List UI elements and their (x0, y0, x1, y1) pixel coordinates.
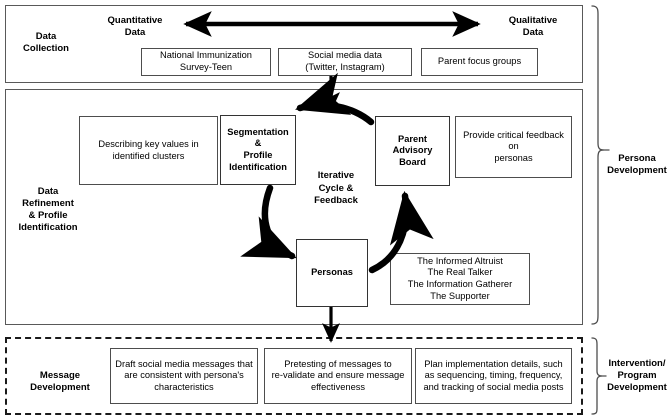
node-parent-focus-groups: Parent focus groups (421, 48, 538, 76)
node-draft-social-media-messages: Draft social media messages that are con… (110, 348, 258, 404)
stage-label-data-refinement: Data Refinement & Profile Identification (18, 186, 78, 233)
node-provide-critical-feedback: Provide critical feedback on personas (455, 116, 572, 178)
node-social-media-data: Social media data (Twitter, Instagram) (278, 48, 412, 76)
axis-label-quantitative-data: Quantitative Data (107, 15, 163, 38)
label-iterative-cycle-feedback: Iterative Cycle & Feedback (314, 170, 358, 206)
node-plan-implementation-details: Plan implementation details, such as seq… (415, 348, 572, 404)
node-pretesting-messages: Pretesting of messages to re-validate an… (264, 348, 412, 404)
brace-label-persona-development: Persona Development (607, 153, 667, 176)
brace-label-intervention-program-development: Intervention/ Program Development (607, 358, 667, 393)
stage-label-message-development: Message Development (30, 370, 90, 393)
node-describing-key-values: Describing key values in identified clus… (79, 116, 218, 185)
node-personas: Personas (296, 239, 368, 307)
node-parent-advisory-board: Parent Advisory Board (375, 116, 450, 186)
node-national-immunization-survey: National Immunization Survey-Teen (141, 48, 271, 76)
node-segmentation-profile-identification: Segmentation & Profile Identification (220, 115, 296, 185)
stage-label-data-collection: Data Collection (23, 31, 69, 54)
axis-label-qualitative-data: Qualitative Data (508, 15, 558, 38)
node-persona-list: The Informed Altruist The Real Talker Th… (390, 253, 530, 305)
